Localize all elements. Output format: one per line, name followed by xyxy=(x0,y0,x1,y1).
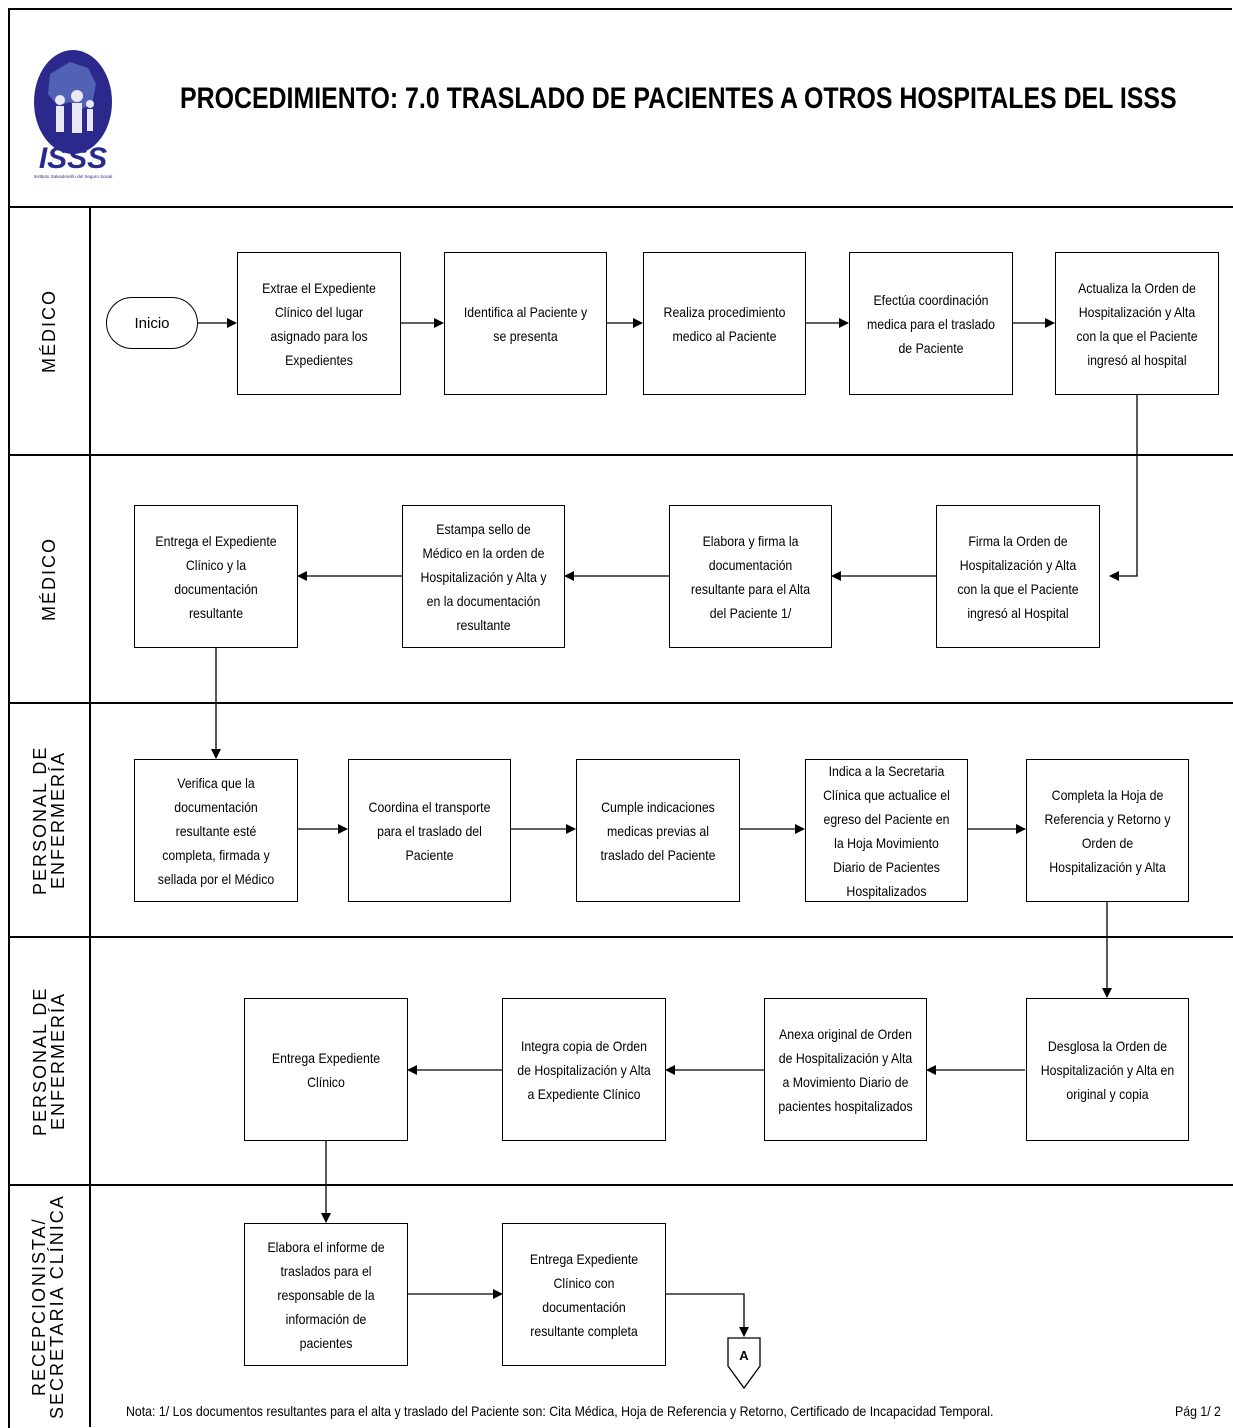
lane-label-enfermeria-2: PERSONAL DE ENFERMERÍA xyxy=(30,979,68,1136)
step-box: Elabora y firma la documentación resulta… xyxy=(669,505,832,648)
page-frame xyxy=(8,8,1232,1428)
lane-label-medico-1: MÉDICO xyxy=(39,289,59,373)
page-number: Pág 1/ 2 xyxy=(1175,1403,1221,1419)
step-box: Entrega el Expediente Clínico y la docum… xyxy=(134,505,298,648)
lane-divider xyxy=(8,702,1233,704)
lane-label-enfermeria-1: PERSONAL DE ENFERMERÍA xyxy=(30,738,68,895)
page-title: PROCEDIMIENTO: 7.0 TRASLADO DE PACIENTES… xyxy=(180,82,1177,115)
isss-logo: ISSS Instituto Salvadoreño del Seguro So… xyxy=(34,50,113,179)
svg-text:Instituto Salvadoreño del Segu: Instituto Salvadoreño del Seguro Social xyxy=(34,174,113,179)
lane-divider xyxy=(8,1184,1233,1186)
step-box: Realiza procedimiento medico al Paciente xyxy=(643,252,806,395)
step-box: Indica a la Secretaria Clínica que actua… xyxy=(805,759,968,902)
svg-text:ISSS: ISSS xyxy=(39,142,107,175)
step-box: Firma la Orden de Hospitalización y Alta… xyxy=(936,505,1100,648)
step-box: Efectúa coordinación medica para el tras… xyxy=(849,252,1013,395)
step-box: Elabora el informe de traslados para el … xyxy=(244,1223,408,1366)
step-box: Entrega Expediente Clínico con documenta… xyxy=(502,1223,666,1366)
lane-label-recepcionista: RECEPCIONISTA/ SECRETARIA CLÍNICA xyxy=(29,1194,67,1419)
lane-label-divider xyxy=(89,207,91,1427)
step-box: Completa la Hoja de Referencia y Retorno… xyxy=(1026,759,1189,902)
step-box: Entrega Expediente Clínico xyxy=(244,998,408,1141)
offpage-connector-label: A xyxy=(739,1348,749,1363)
lane-divider xyxy=(8,936,1233,938)
step-box: Estampa sello de Médico en la orden de H… xyxy=(402,505,565,648)
footnote: Nota: 1/ Los documentos resultantes para… xyxy=(126,1403,994,1419)
step-box: Verifica que la documentación resultante… xyxy=(134,759,298,902)
step-box: Coordina el transporte para el traslado … xyxy=(348,759,511,902)
lane-label-medico-2: MÉDICO xyxy=(39,537,59,621)
step-box: Desglosa la Orden de Hospitalización y A… xyxy=(1026,998,1189,1141)
step-box: Extrae el Expediente Clínico del lugar a… xyxy=(237,252,401,395)
step-box: Identifica al Paciente y se presenta xyxy=(444,252,607,395)
step-box: Anexa original de Orden de Hospitalizaci… xyxy=(764,998,927,1141)
step-box: Cumple indicaciones medicas previas al t… xyxy=(576,759,740,902)
step-box: Integra copia de Orden de Hospitalizació… xyxy=(502,998,666,1141)
lane-divider xyxy=(8,206,1233,208)
start-terminator: Inicio xyxy=(106,297,198,349)
step-box: Actualiza la Orden de Hospitalización y … xyxy=(1055,252,1219,395)
lane-divider xyxy=(8,454,1233,456)
